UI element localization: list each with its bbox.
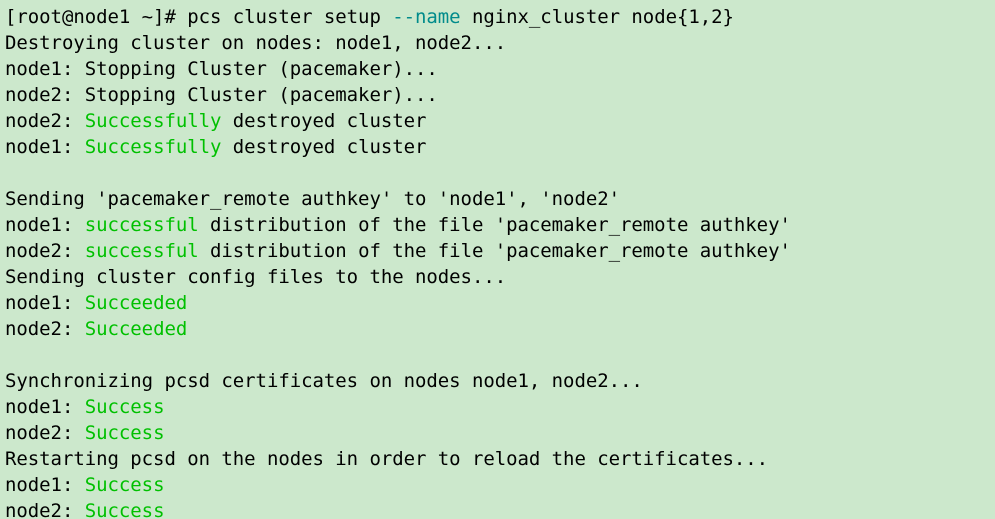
line-node2-succeeded-segment-0: node2: [5, 318, 85, 340]
line-synchronizing-certs: Synchronizing pcsd certificates on nodes… [5, 368, 995, 394]
line-node1-destroyed: node1: Successfully destroyed cluster [5, 134, 995, 160]
line-restarting-pcsd-segment-0: Restarting pcsd on the nodes in order to… [5, 448, 769, 470]
line-node1-succeeded-segment-0: node1: [5, 292, 85, 314]
line-node1-succeeded-segment-1: Succeeded [84, 292, 188, 314]
line-sending-config-segment-0: Sending cluster config files to the node… [5, 266, 507, 288]
line-node1-success-restart: node1: Success [5, 472, 995, 498]
line-blank-2 [5, 342, 995, 368]
line-node2-stopping-segment-0: node2: Stopping Cluster (pacemaker)... [5, 84, 438, 106]
line-node1-stopping: node1: Stopping Cluster (pacemaker)... [5, 56, 995, 82]
line-node1-succeeded: node1: Succeeded [5, 290, 995, 316]
line-node2-success-sync: node2: Success [5, 420, 995, 446]
line-node1-distribution: node1: successful distribution of the fi… [5, 212, 995, 238]
line-restarting-pcsd: Restarting pcsd on the nodes in order to… [5, 446, 995, 472]
line-node2-stopping: node2: Stopping Cluster (pacemaker)... [5, 82, 995, 108]
line-node1-success-restart-segment-1: Success [84, 474, 165, 496]
line-synchronizing-certs-segment-0: Synchronizing pcsd certificates on nodes… [5, 370, 643, 392]
line-node1-success-sync-segment-0: node1: [5, 396, 85, 418]
line-node1-success-restart-segment-0: node1: [5, 474, 85, 496]
line-prompt-command-segment-1: --name [392, 6, 461, 28]
line-node2-success-restart-segment-0: node2: [5, 500, 85, 519]
line-node2-destroyed-segment-0: node2: [5, 110, 85, 132]
line-node2-succeeded: node2: Succeeded [5, 316, 995, 342]
line-sending-config: Sending cluster config files to the node… [5, 264, 995, 290]
line-node2-succeeded-segment-1: Succeeded [84, 318, 188, 340]
line-node1-distribution-segment-1: successful [84, 214, 199, 236]
line-node2-distribution-segment-0: node2: [5, 240, 85, 262]
line-prompt-command: [root@node1 ~]# pcs cluster setup --name… [5, 4, 995, 30]
line-node2-distribution: node2: successful distribution of the fi… [5, 238, 995, 264]
line-node1-destroyed-segment-1: Successfully [84, 136, 222, 158]
line-node1-success-sync: node1: Success [5, 394, 995, 420]
line-node2-success-restart-segment-1: Success [84, 500, 165, 519]
line-node2-destroyed-segment-2: destroyed cluster [221, 110, 427, 132]
line-node1-destroyed-segment-2: destroyed cluster [221, 136, 427, 158]
line-node2-destroyed: node2: Successfully destroyed cluster [5, 108, 995, 134]
line-destroying-cluster: Destroying cluster on nodes: node1, node… [5, 30, 995, 56]
line-node1-success-sync-segment-1: Success [84, 396, 165, 418]
line-node2-destroyed-segment-1: Successfully [84, 110, 222, 132]
line-node2-distribution-segment-2: distribution of the file 'pacemaker_remo… [198, 240, 791, 262]
line-node2-success-sync-segment-0: node2: [5, 422, 85, 444]
line-sending-authkey-segment-0: Sending 'pacemaker_remote authkey' to 'n… [5, 188, 621, 210]
line-node1-distribution-segment-2: distribution of the file 'pacemaker_remo… [198, 214, 791, 236]
line-prompt-command-segment-0: [root@node1 ~]# pcs cluster setup [5, 6, 393, 28]
line-node2-distribution-segment-1: successful [84, 240, 199, 262]
line-node1-destroyed-segment-0: node1: [5, 136, 85, 158]
line-node2-success-restart: node2: Success [5, 498, 995, 519]
line-destroying-cluster-segment-0: Destroying cluster on nodes: node1, node… [5, 32, 507, 54]
line-blank-1 [5, 160, 995, 186]
line-node1-stopping-segment-0: node1: Stopping Cluster (pacemaker)... [5, 58, 438, 80]
line-prompt-command-segment-2: nginx_cluster node{1,2} [460, 6, 734, 28]
line-sending-authkey: Sending 'pacemaker_remote authkey' to 'n… [5, 186, 995, 212]
line-node1-distribution-segment-0: node1: [5, 214, 85, 236]
line-node2-success-sync-segment-1: Success [84, 422, 165, 444]
